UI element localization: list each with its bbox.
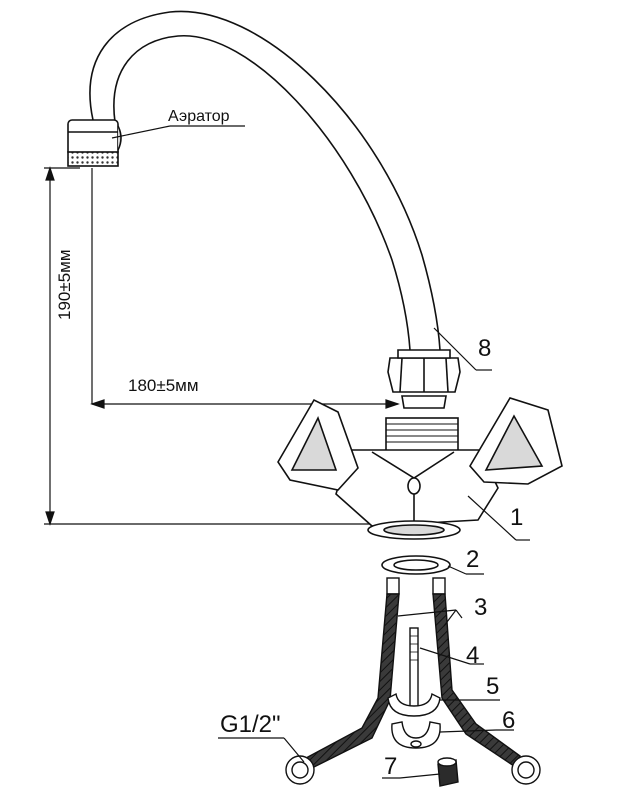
faucet-body <box>277 397 563 540</box>
dimension-lines <box>44 166 400 526</box>
aerator <box>67 119 122 167</box>
aerator-label: Аэратор <box>168 108 230 125</box>
reach-dimension-label: 180±5мм <box>128 376 199 395</box>
aerator-leader <box>111 125 245 139</box>
clamp-plate <box>391 721 441 749</box>
thread-size-label: G1/2" <box>220 711 281 738</box>
part-6-label: 6 <box>502 707 515 734</box>
part-3-label: 3 <box>474 594 487 621</box>
height-dimension-label: 190±5мм <box>55 249 74 320</box>
spout-nut <box>387 349 461 409</box>
horseshoe-washer <box>387 692 441 717</box>
part-8-label: 8 <box>478 335 491 362</box>
spout <box>89 10 441 351</box>
part-1-label: 1 <box>510 504 523 531</box>
leader-lines <box>218 327 530 779</box>
part-7-label: 7 <box>384 753 397 780</box>
part-2-label: 2 <box>466 546 479 573</box>
part-4-label: 4 <box>466 642 479 669</box>
fixing-nut <box>437 757 459 787</box>
gasket <box>381 555 451 575</box>
threaded-stud <box>409 627 419 709</box>
part-5-label: 5 <box>486 673 499 700</box>
